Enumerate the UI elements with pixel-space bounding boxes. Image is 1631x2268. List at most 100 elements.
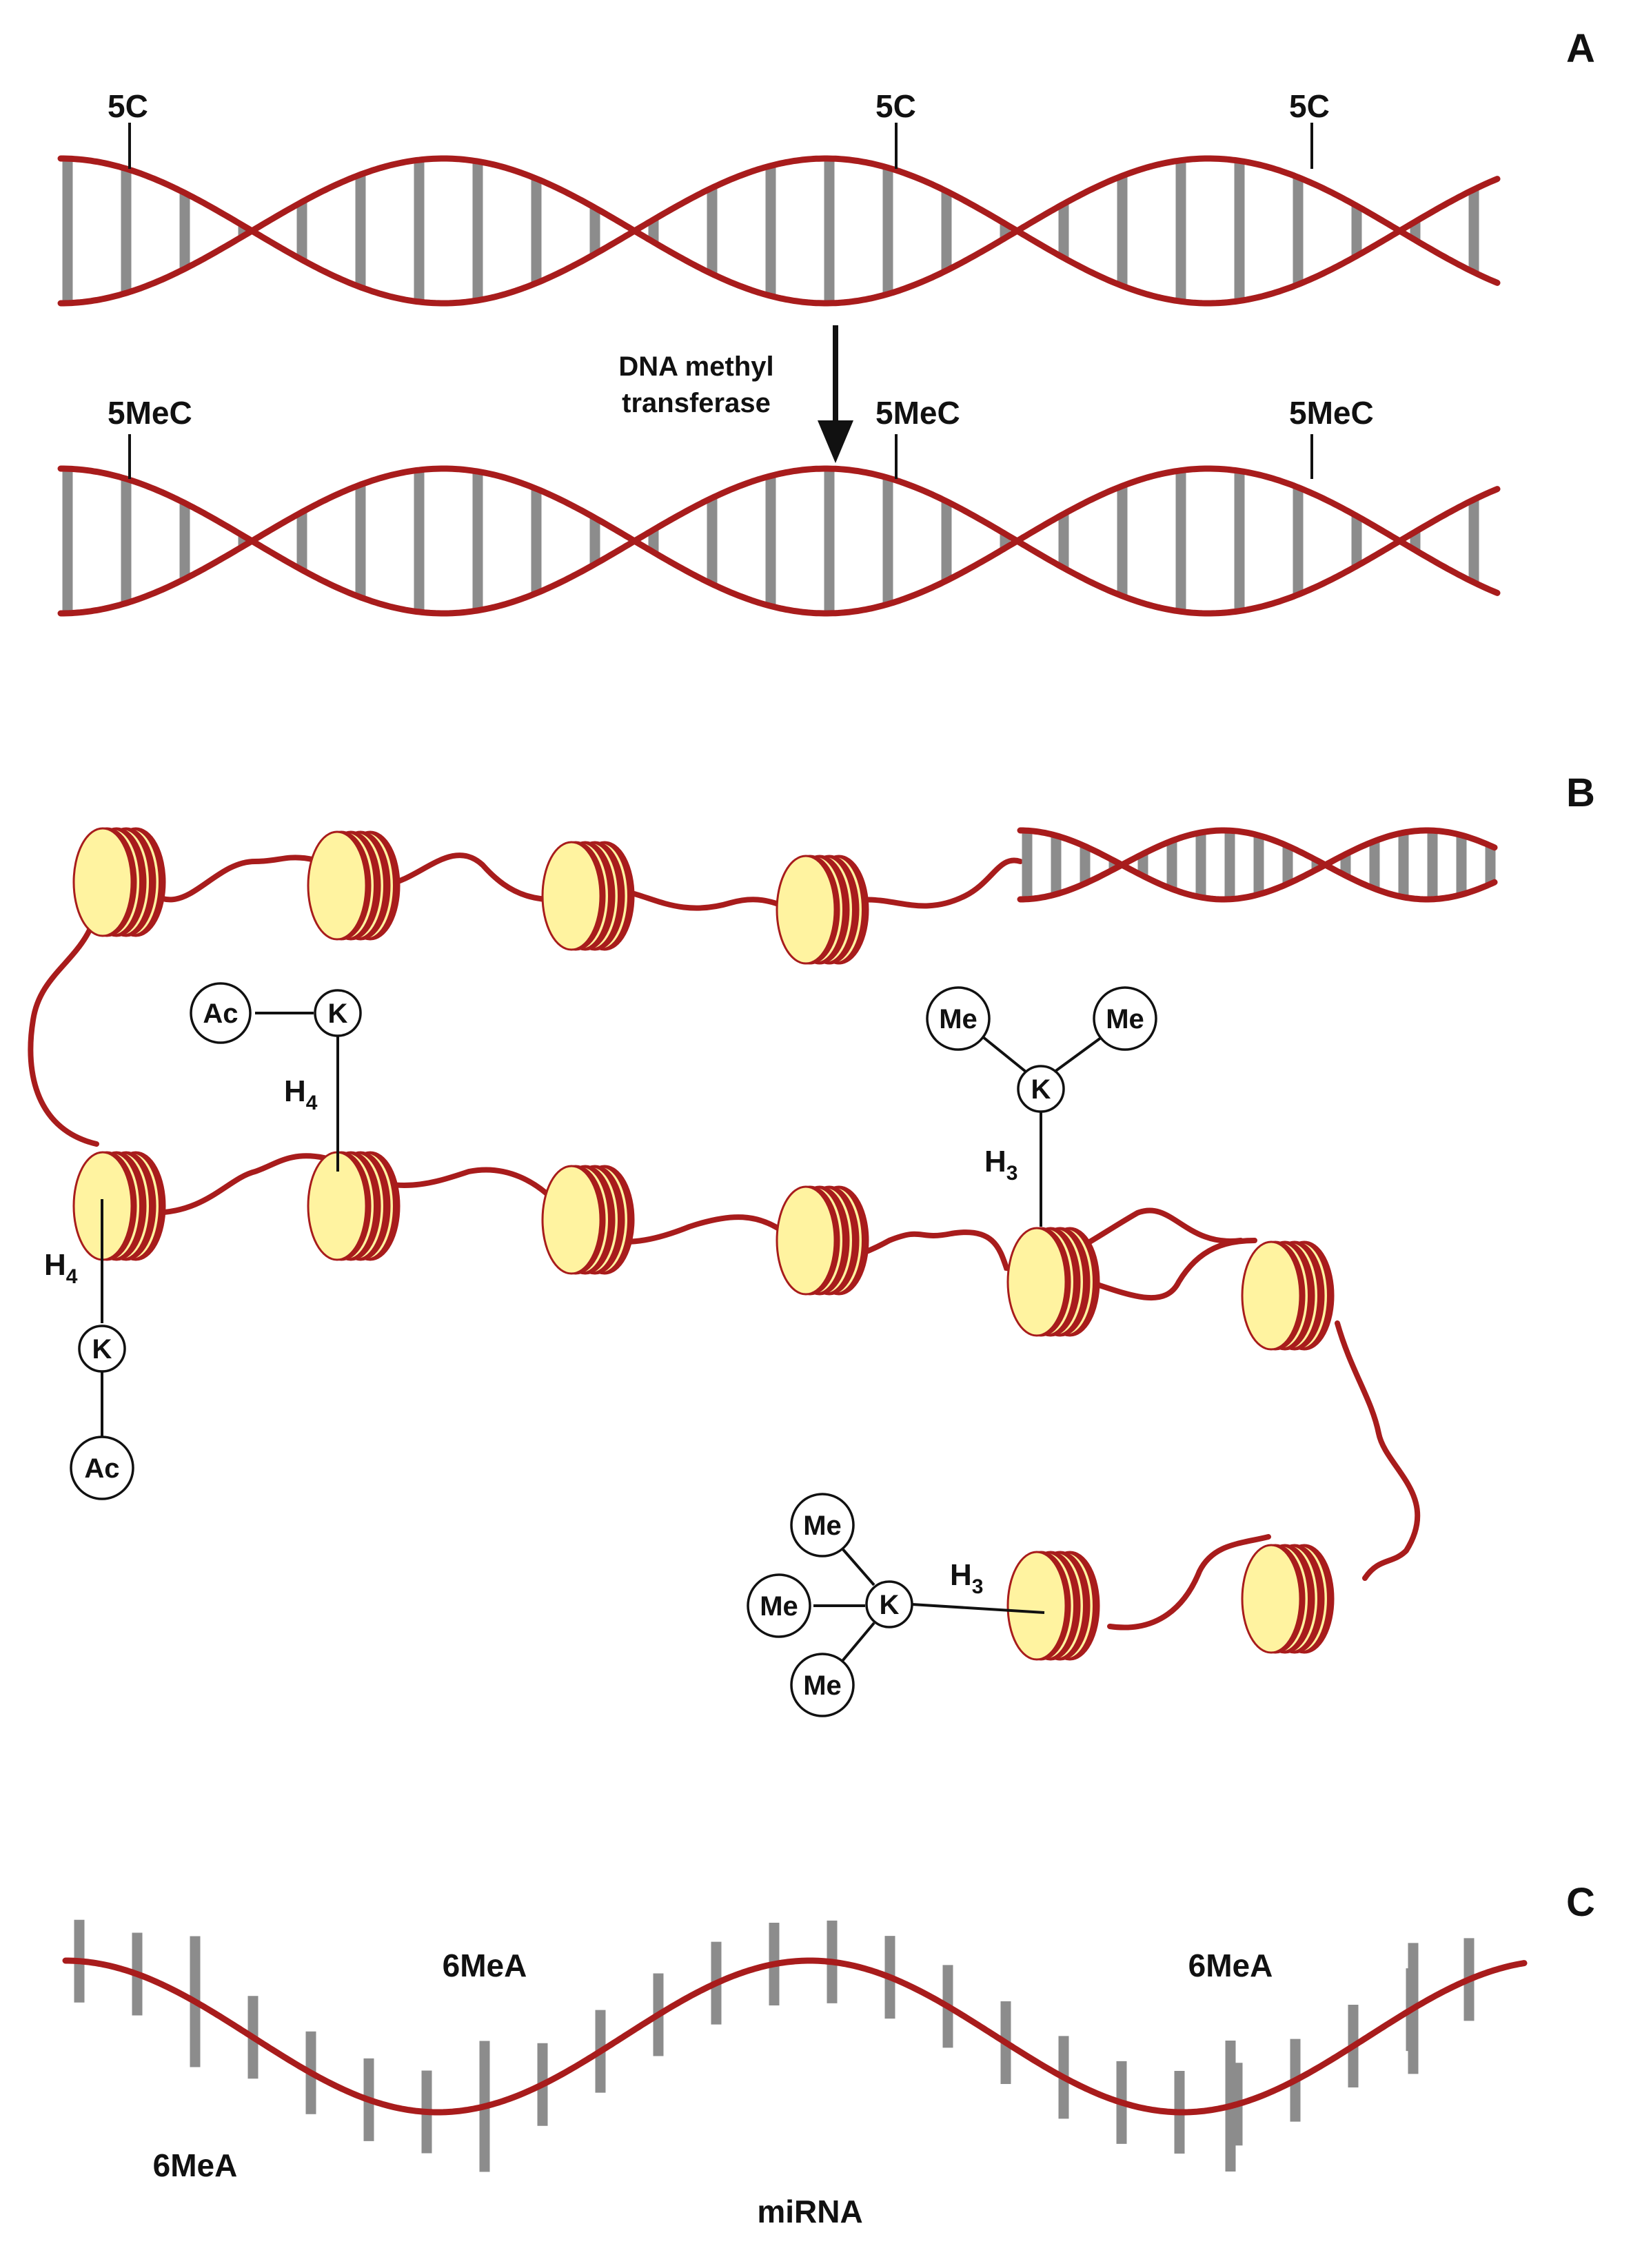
nucleosome-face: [1241, 1240, 1301, 1351]
6mea-label: 6MeA: [443, 1948, 527, 1983]
methyl-label: Me: [760, 1591, 798, 1622]
panel-a-letter: A: [1566, 26, 1595, 71]
mirna-label: miRNA: [757, 2194, 862, 2229]
bond-line: [841, 1622, 875, 1662]
nucleosome-icon: [72, 1151, 166, 1261]
lysine-label: K: [92, 1334, 112, 1365]
histone-subscript: 4: [66, 1265, 78, 1288]
histone-h: H: [950, 1558, 972, 1592]
methyl-circle: [790, 1493, 855, 1557]
methylated-dna-helix-icon: [57, 465, 1501, 617]
bond-line: [1053, 1032, 1108, 1073]
nucleosome-group: [72, 827, 1335, 1661]
lysine-circle: [78, 1325, 126, 1373]
linker-dna-middle-end: [1086, 1238, 1257, 1300]
nucleosome-face: [1006, 1551, 1067, 1661]
dna-strand: [57, 155, 1501, 307]
nucleosome-icon: [1006, 1227, 1100, 1337]
linker-dna-bottom: [1107, 1534, 1271, 1631]
acetyl-circle: [70, 1436, 134, 1500]
histone-label: H3: [950, 1558, 983, 1598]
lysine-circle: [314, 989, 362, 1037]
acetyl-label: Ac: [203, 999, 238, 1029]
6mea-label: 6MeA: [1188, 1948, 1273, 1983]
arrow-down-icon: [818, 420, 853, 463]
nucleosome-face: [776, 855, 836, 965]
nucleosome-face: [307, 830, 367, 941]
histone-label: H4: [284, 1074, 318, 1114]
panel-a: A 5C 5C 5C 5MeC 5MeC 5MeC DNA methyl tra…: [57, 26, 1595, 617]
nucleosome-icon: [307, 1151, 401, 1261]
histone-h: H: [984, 1145, 1006, 1178]
dna-double-helix-icon: [1017, 827, 1498, 903]
lysine-label: K: [1031, 1074, 1051, 1105]
dna-strand: [1017, 827, 1498, 903]
bond-line: [911, 1603, 1045, 1614]
nucleosome-icon: [776, 1185, 869, 1296]
histone-h: H: [44, 1248, 66, 1282]
5mec-label: 5MeC: [108, 395, 192, 431]
nucleosome-icon: [1006, 1551, 1100, 1661]
dna-strand: [57, 465, 1501, 617]
methyl-circle: [790, 1653, 855, 1717]
acetylation-mark-upper: Ac K H4: [190, 982, 362, 1172]
lysine-circle: [1017, 1065, 1065, 1113]
histone-subscript: 4: [306, 1092, 318, 1114]
dna-strand: [1017, 827, 1498, 903]
dna-strand: [57, 155, 1501, 307]
bond-line: [840, 1546, 875, 1586]
5c-label: 5C: [108, 88, 148, 124]
dna-strand: [57, 465, 1501, 617]
nucleosome-icon: [1241, 1544, 1335, 1654]
linker-dna: [28, 852, 1421, 1631]
panel-b-letter: B: [1566, 770, 1595, 815]
histone-subscript: 3: [1006, 1162, 1018, 1185]
5c-label: 5C: [875, 88, 916, 124]
lysine-label: K: [328, 999, 348, 1029]
trimethylation-mark: Me Me Me K H3: [747, 1493, 1045, 1717]
nucleosome-icon: [72, 827, 166, 937]
histone-label: H4: [44, 1248, 78, 1288]
nucleosome-icon: [541, 1165, 635, 1275]
nucleosome-face: [541, 1165, 602, 1275]
nucleosome-face: [1006, 1227, 1067, 1337]
rna-backbone: [62, 1957, 1528, 2116]
acetylation-mark-lower: K Ac H4: [44, 1199, 134, 1500]
linker-dna-left-loop: [28, 886, 103, 1147]
enzyme-label-line2: transferase: [622, 388, 771, 418]
nucleosome-face: [72, 827, 133, 937]
lysine-label: K: [880, 1590, 900, 1620]
histone-label: H3: [984, 1145, 1017, 1185]
nucleosome-icon: [1241, 1240, 1335, 1351]
5c-label: 5C: [1289, 88, 1330, 124]
nucleosome-icon: [541, 841, 635, 951]
panel-b: B Ac K H4: [28, 770, 1595, 1717]
5mec-label: 5MeC: [875, 395, 960, 431]
5mec-label: 5MeC: [1289, 395, 1374, 431]
methyl-circle: [1093, 986, 1157, 1051]
panel-c-letter: C: [1566, 1880, 1595, 1925]
acetyl-circle: [190, 982, 252, 1044]
panel-c: C 6MeA 6MeA 6MeA miRNA: [62, 1880, 1595, 2229]
acetyl-label: Ac: [84, 1453, 119, 1484]
enzyme-label-line1: DNA methyl: [618, 351, 773, 382]
methyl-label: Me: [803, 1671, 842, 1701]
nucleosome-face: [1241, 1544, 1301, 1654]
nucleosome-icon: [776, 855, 869, 965]
lysine-circle: [865, 1580, 913, 1628]
dna-double-helix-icon: [57, 155, 1501, 307]
rna-strand-icon: [62, 1919, 1528, 2172]
dimethylation-mark: Me Me K H3: [926, 986, 1157, 1227]
methyl-label: Me: [939, 1004, 977, 1034]
nucleosome-face: [541, 841, 602, 951]
linker-dna-right-loop: [1335, 1320, 1421, 1581]
histone-h: H: [284, 1074, 306, 1108]
nucleosome-icon: [307, 830, 401, 941]
methyl-label: Me: [803, 1511, 842, 1541]
methyl-label: Me: [1106, 1004, 1144, 1034]
6mea-label: 6MeA: [153, 2147, 238, 2183]
nucleosome-face: [776, 1185, 836, 1296]
histone-subscript: 3: [972, 1575, 984, 1598]
bond-line: [977, 1032, 1027, 1073]
